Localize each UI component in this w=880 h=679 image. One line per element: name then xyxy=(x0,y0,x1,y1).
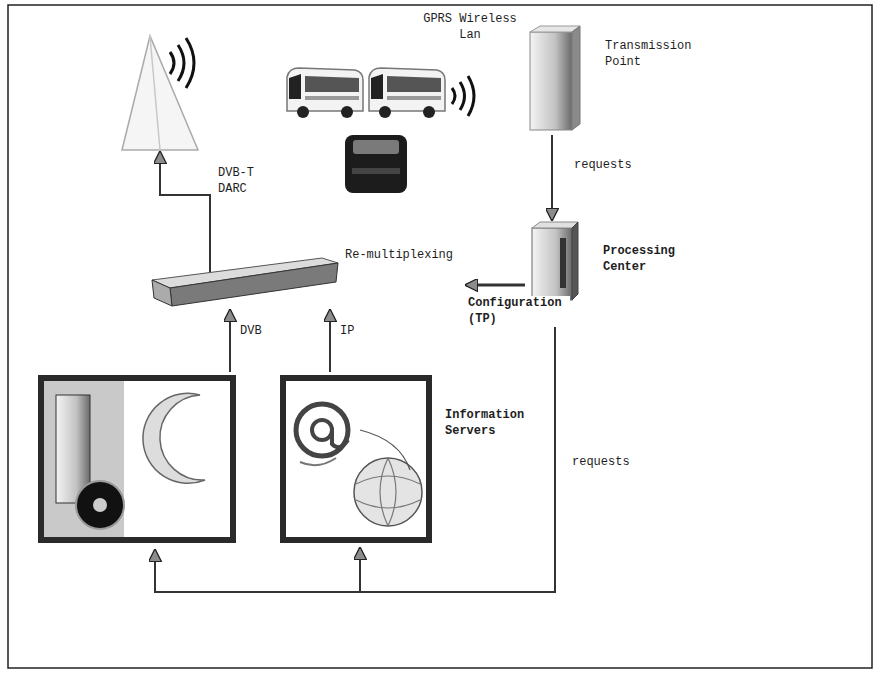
tower-icon xyxy=(530,26,580,130)
frame xyxy=(8,5,872,668)
receiver-device xyxy=(345,135,407,193)
connector-label-holder: Configuration (TP) xyxy=(466,296,570,327)
network-label: GPRS Wireless Lan xyxy=(420,12,520,43)
dvb-server-picture xyxy=(38,375,236,543)
processing-center: Processing Center xyxy=(525,220,704,305)
node-label: Information Servers xyxy=(445,408,545,439)
multiplexer: Re-multiplexing xyxy=(150,240,466,310)
connector-label: IP xyxy=(338,324,356,340)
label-holder: GPRS Wireless Lan xyxy=(420,12,520,43)
request-branch xyxy=(155,550,360,592)
connector-arrow xyxy=(466,284,525,287)
connector-label-holder: requests xyxy=(572,158,634,174)
ip-server-picture xyxy=(280,375,432,543)
connector-label-holder: requests xyxy=(570,455,632,471)
connector-label-holder: DVB xyxy=(238,324,264,340)
wireless-waves xyxy=(452,76,474,116)
broadcast-arrow xyxy=(160,152,210,272)
connector-arrow xyxy=(551,135,553,220)
bus-icon xyxy=(369,68,445,118)
connector-label: Configuration (TP) xyxy=(466,296,570,327)
transmission-point: Transmission Point xyxy=(525,25,711,135)
server-icon xyxy=(532,222,578,300)
connector-label: DVB xyxy=(238,324,264,340)
node-label: Processing Center xyxy=(603,244,698,275)
node-label: Re-multiplexing xyxy=(345,248,460,264)
connector-label: requests xyxy=(572,158,634,174)
antenna-icon xyxy=(122,36,198,150)
connector-label-holder: IP xyxy=(338,324,356,340)
label-holder: DVB-T DARC xyxy=(218,166,266,197)
signal-label: DVB-T DARC xyxy=(218,166,266,197)
information-servers: Information Servers xyxy=(30,372,551,548)
bus-icon xyxy=(287,68,363,118)
connector-arrow xyxy=(229,310,231,372)
connector-arrow xyxy=(329,310,331,372)
connector-label: requests xyxy=(570,455,632,471)
multiplexer-device xyxy=(152,258,338,306)
node-label: Transmission Point xyxy=(605,39,705,70)
connector-arrow xyxy=(360,305,555,592)
